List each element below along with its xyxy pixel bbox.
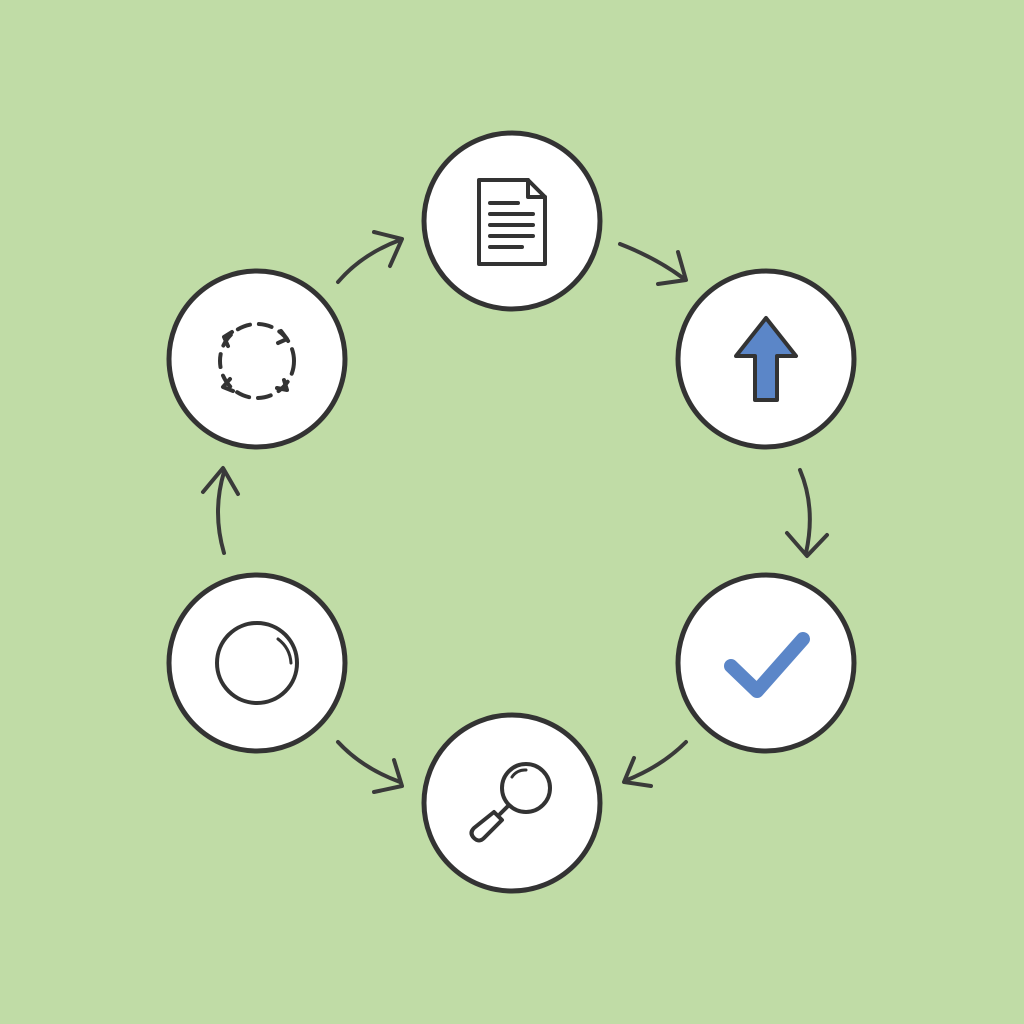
lens-icon — [215, 621, 299, 705]
refresh-cycle-icon — [218, 322, 296, 400]
magnifier-icon — [469, 762, 552, 843]
node-inspect — [421, 712, 603, 894]
arrow-observe-to-inspect — [336, 740, 404, 794]
arrow-verify-to-inspect — [622, 740, 688, 788]
arrow-up-icon — [734, 316, 798, 402]
arrow-upload-to-verify — [785, 468, 829, 558]
document-icon — [477, 178, 547, 266]
node-observe — [166, 572, 348, 754]
node-document — [421, 130, 603, 312]
node-refresh — [166, 268, 348, 450]
checkmark-icon — [724, 632, 810, 698]
arrow-observe-to-refresh — [201, 466, 240, 555]
node-upload — [675, 268, 857, 450]
arrow-document-to-upload — [618, 242, 688, 286]
node-verify — [675, 572, 857, 754]
arrow-refresh-to-document — [336, 230, 404, 284]
